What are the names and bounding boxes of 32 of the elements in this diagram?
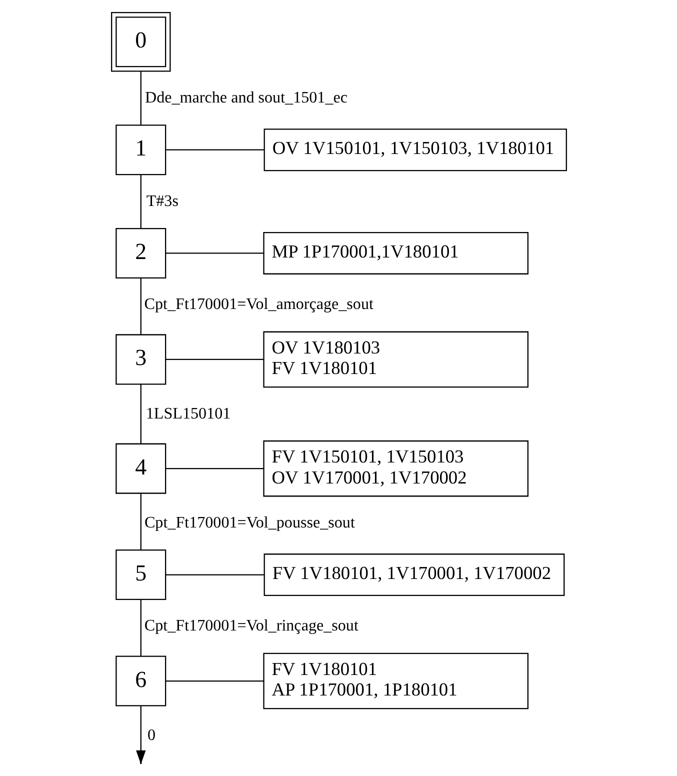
connector [165,252,264,254]
node-box: 4 [115,443,166,494]
edge-label: 0 [146,726,156,744]
edge-label: Cpt_Ft170001=Vol_rinçage_sout [144,618,358,635]
edge-label: Dde_marche and sout_1501_ec [144,89,348,106]
node-box: 1 [115,124,166,176]
node-box: OV 1V180103 FV 1V180101 [262,331,528,388]
connector [165,574,264,576]
node-box: 2 [115,228,166,278]
connector [140,71,141,125]
connector [140,278,141,334]
connector [165,358,264,360]
node-box: FV 1V150101, 1V150103 OV 1V170001, 1V170002 [262,440,528,497]
edge-label: 1LSL150101 [145,405,230,422]
node-box: 3 [115,334,166,385]
connector [165,468,264,470]
node-box: 0 [110,12,170,72]
edge-label: Cpt_Ft170001=Vol_amorçage_sout [144,296,373,314]
connector [165,680,264,682]
connector [140,384,141,444]
node-box: OV 1V150101, 1V150103, 1V180101 [263,128,566,172]
node-box: FV 1V180101 AP 1P170001, 1P180101 [262,652,528,710]
node-box: 5 [115,550,166,600]
connector [140,493,141,550]
edge-label: T#3s [146,192,178,210]
connector [140,174,141,228]
node-box: 6 [115,656,166,706]
node-box: FV 1V180101, 1V170001, 1V170002 [263,554,564,596]
edge-label: Cpt_Ft170001=Vol_pousse_sout [144,514,354,532]
connector [166,149,264,150]
node-box: MP 1P170001,1V180101 [262,232,528,274]
connector [140,600,141,656]
